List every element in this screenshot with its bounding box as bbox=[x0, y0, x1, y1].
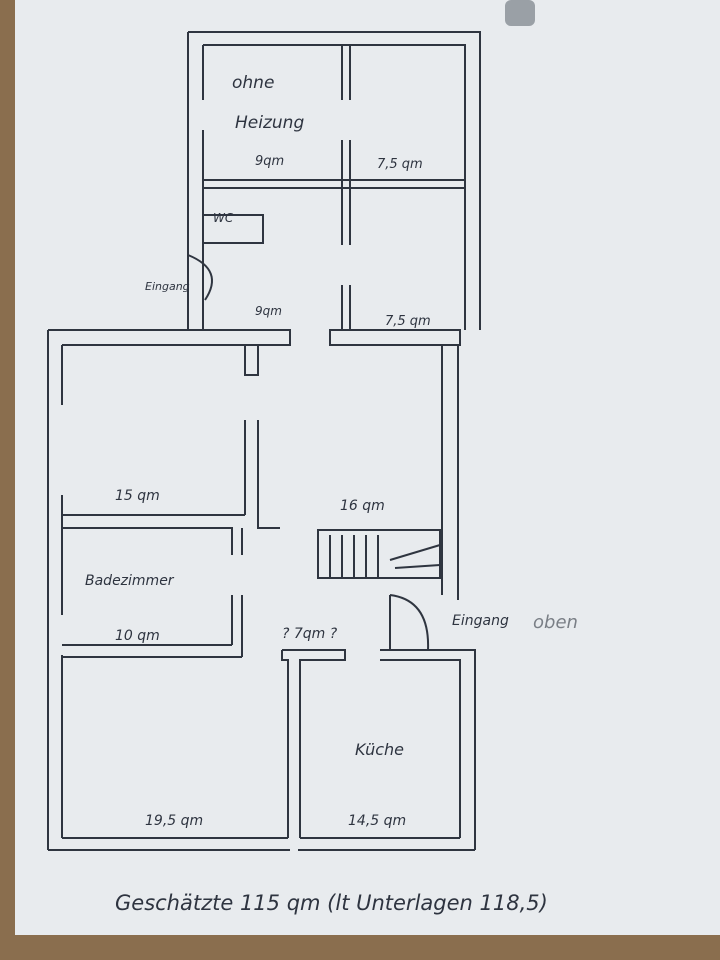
wall-bottom bbox=[48, 837, 475, 851]
wall-stub bbox=[244, 345, 259, 376]
wall-horizontal-15 bbox=[62, 514, 245, 555]
wall-room-15 bbox=[244, 420, 280, 529]
wall-top-outer bbox=[188, 31, 481, 330]
wall-top-mid-horizontal bbox=[203, 179, 465, 189]
label-bad: Badezimmer bbox=[85, 573, 175, 589]
area-kueche: 14,5 qm bbox=[348, 813, 406, 829]
binder-clip bbox=[505, 0, 535, 26]
wall-main-top bbox=[48, 329, 461, 346]
area-top-right: 7,5 qm bbox=[377, 157, 423, 172]
label-oben: oben bbox=[533, 612, 578, 633]
label-heizung: Heizung bbox=[235, 113, 304, 133]
footer-total-area: Geschätzte 115 qm (lt Unterlagen 118,5) bbox=[115, 891, 548, 915]
area-room-19: 19,5 qm bbox=[145, 813, 203, 829]
wall-kitchen-left bbox=[281, 649, 346, 838]
wall-bad-right bbox=[231, 595, 243, 657]
wall-right-upper bbox=[441, 345, 459, 600]
top-entrance-door bbox=[389, 594, 430, 651]
area-ohne-heizung: 9qm bbox=[255, 154, 284, 169]
label-ohne: ohne bbox=[232, 73, 274, 93]
label-kueche: Küche bbox=[355, 740, 404, 759]
area-hall-left: 9qm bbox=[255, 304, 282, 318]
wall-top-middle bbox=[341, 45, 351, 330]
area-hall-right: 7,5 qm bbox=[385, 314, 431, 329]
wc-box bbox=[202, 214, 264, 244]
area-flur: ? 7qm ? bbox=[282, 626, 338, 642]
label-wc: WC bbox=[213, 211, 234, 225]
paper-sheet bbox=[15, 0, 720, 935]
wall-bad-bottom bbox=[62, 644, 242, 658]
area-bad: 10 qm bbox=[115, 628, 160, 644]
area-room-15: 15 qm bbox=[115, 488, 160, 504]
entrance-door-swing bbox=[187, 254, 213, 301]
label-entrance-top: Eingang bbox=[452, 613, 509, 629]
room-labels: ohne Heizung 9qm 7,5 qm WC Eingang 9qm 7… bbox=[85, 73, 578, 829]
label-entrance: Eingang bbox=[145, 280, 190, 293]
stair-steps bbox=[329, 535, 441, 578]
wall-kitchen-right bbox=[380, 649, 476, 850]
wall-left-outer bbox=[47, 330, 63, 850]
area-room-16: 16 qm bbox=[340, 498, 385, 514]
walls bbox=[47, 31, 481, 851]
